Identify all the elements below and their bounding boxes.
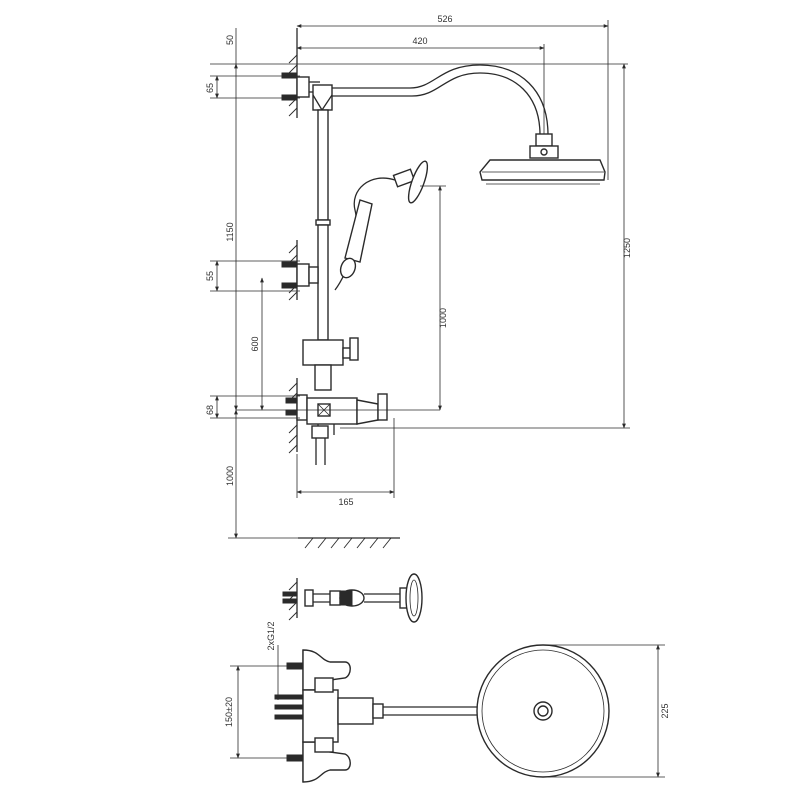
floor-line	[298, 537, 400, 549]
dim-head-diameter: 225	[660, 703, 670, 718]
hand-shower-side-view	[282, 573, 423, 623]
shower-head-plan	[476, 644, 610, 778]
plan-view: 2xG1/2 150±20 225	[224, 621, 670, 783]
dim-bracket-spacing: 1150	[225, 222, 235, 241]
dim-inlet-spacing: 150±20	[224, 697, 234, 727]
dim-valve-bracket: 68	[205, 405, 215, 415]
dim-arm-length: 420	[412, 36, 427, 46]
dim-valve-depth: 165	[338, 497, 353, 507]
front-elevation: 526 420 50 65 1150 55 600	[205, 14, 632, 549]
dim-upper-bracket: 65	[205, 83, 215, 93]
plan-dimensions: 2xG1/2 150±20 225	[224, 621, 670, 778]
rain-shower-head	[479, 133, 606, 185]
front-dimensions: 526 420 50 65 1150 55 600	[205, 14, 632, 539]
dim-slide-height: 600	[250, 336, 260, 351]
shower-arm	[332, 64, 549, 136]
dim-top-offset: 50	[225, 35, 235, 45]
wall-inlets	[274, 649, 384, 783]
dim-floor-to-valve: 1000	[225, 466, 235, 486]
upper-wall-bracket	[281, 72, 320, 101]
dim-inlet-thread: 2xG1/2	[266, 621, 276, 650]
dim-middle-bracket: 55	[205, 271, 215, 281]
diverter	[302, 337, 359, 391]
dim-overall-width: 526	[437, 14, 452, 24]
dim-total-height: 1250	[622, 238, 632, 258]
wall-hatching	[288, 28, 298, 454]
thermostatic-valve	[285, 393, 388, 465]
middle-wall-bracket	[281, 261, 319, 289]
riser-pipe	[312, 84, 333, 341]
hand-shower	[334, 160, 429, 291]
dim-hand-shower-height: 1000	[438, 308, 448, 328]
